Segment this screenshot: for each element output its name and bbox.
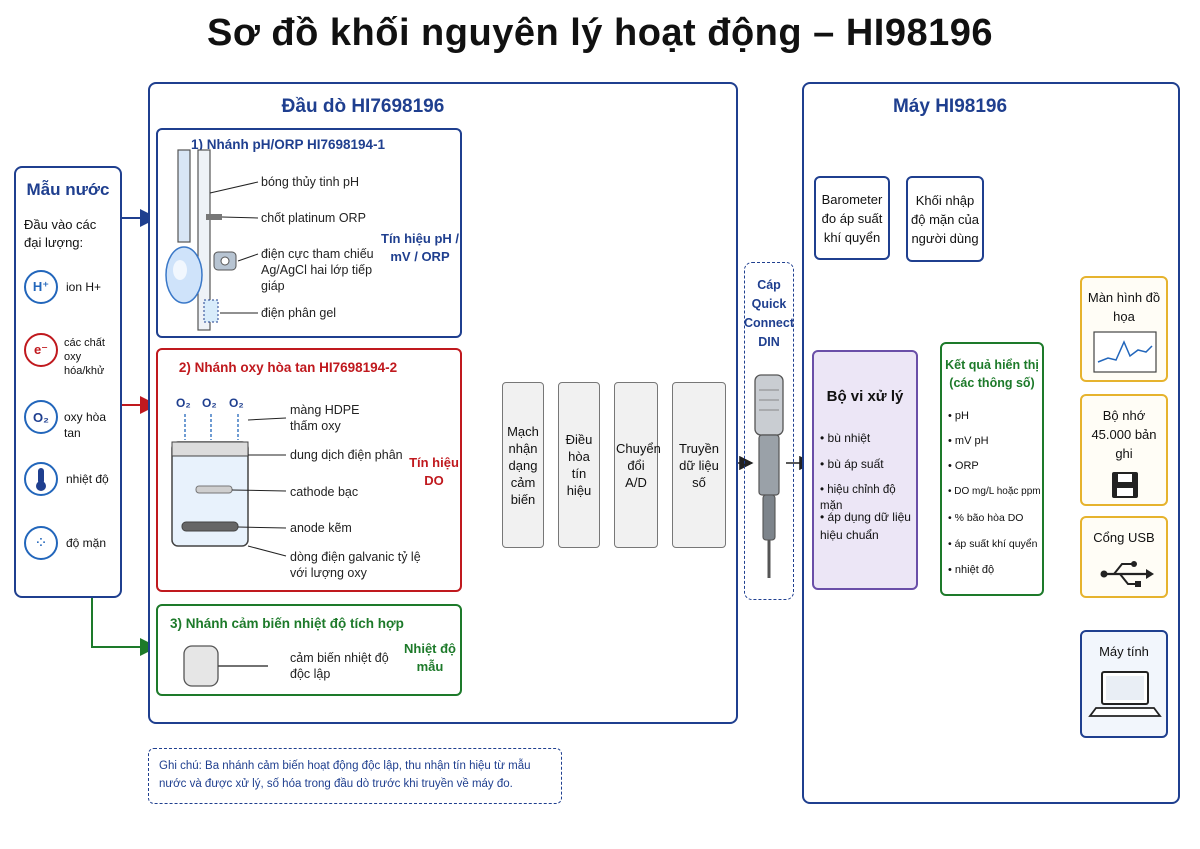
- temperature-branch: 3) Nhánh cảm biến nhiệt độ tích hợp cảm …: [156, 604, 462, 696]
- floppy-disk-icon: [1112, 472, 1138, 498]
- water-item-label: độ mặn: [66, 536, 107, 550]
- do-branch: 2) Nhánh oxy hòa tan HI7698194-2 O₂ O₂ O…: [156, 348, 462, 592]
- do-branch-title: 2) Nhánh oxy hòa tan HI7698194-2: [178, 360, 398, 375]
- probe-title: Đầu dò HI7698196: [281, 96, 445, 117]
- stage-sensor-recognition: Mạch nhận dạng cảm biến: [502, 382, 544, 548]
- electrolyte-label: dung dịch điện phân: [290, 448, 403, 462]
- cable-label: Cáp Quick Connect DIN: [744, 278, 794, 349]
- reference-electrode-label: điện cực tham chiếu Ag/AgCl hai lớp tiếp…: [261, 247, 374, 293]
- memory-box: Bộ nhớ 45.000 bản ghi: [1080, 394, 1168, 506]
- ph-signal-label: Tín hiệu pH / mV / ORP: [381, 231, 459, 264]
- usb-box: Cổng USB: [1080, 516, 1168, 598]
- page-title: Sơ đồ khối nguyên lý hoạt động – HI98196: [206, 12, 994, 54]
- results-item: • pH: [948, 410, 969, 422]
- water-sample-panel: Mẫu nước Đầu vào các đại lượng: H⁺ ion H…: [14, 166, 122, 598]
- chart-display-icon: [1093, 331, 1157, 373]
- o2-label: O₂: [202, 396, 217, 410]
- results-item: • % bão hòa DO: [948, 512, 1024, 524]
- salinity-icon: ⁘: [24, 526, 58, 560]
- results-item: • nhiệt độ: [948, 564, 995, 576]
- results-item: • ORP: [948, 460, 979, 472]
- o2-label: O₂: [229, 396, 244, 410]
- do-signal-label: Tín hiệu DO: [409, 455, 459, 488]
- water-sample-subtitle: Đầu vào các đại lượng:: [24, 217, 97, 250]
- temp-branch-title: 3) Nhánh cảm biến nhiệt độ tích hợp: [170, 616, 404, 631]
- computer-label: Máy tính: [1099, 644, 1149, 659]
- memory-label: Bộ nhớ 45.000 bản ghi: [1091, 408, 1157, 461]
- results-item: • mV pH: [948, 435, 989, 447]
- cpu-item: • bù nhiệt: [820, 431, 871, 445]
- graphic-display-box: Màn hình đồ họa: [1080, 276, 1168, 382]
- note-text: Ghi chú: Ba nhánh cảm biến hoạt động độc…: [159, 760, 531, 790]
- o2-label: O₂: [176, 396, 191, 410]
- laptop-icon: [1088, 671, 1162, 717]
- ph-glass-bulb-label: bóng thủy tinh pH: [261, 175, 359, 189]
- water-item-label: các chất oxy hóa/khử: [64, 337, 105, 377]
- water-item-label: nhiệt độ: [66, 472, 109, 486]
- note-box: Ghi chú: Ba nhánh cảm biến hoạt động độc…: [148, 748, 562, 804]
- silver-cathode-label: cathode bạc: [290, 485, 359, 499]
- user-input-box: Khối nhập độ mặn của người dùng: [906, 176, 984, 262]
- cpu-title: Bộ vi xử lý: [826, 388, 904, 405]
- water-item-label: oxy hòa tan: [64, 410, 107, 440]
- results-item: • áp suất khí quyển: [948, 538, 1038, 550]
- cpu-box: Bộ vi xử lý • bù nhiệt • bù áp suất • hi…: [812, 350, 918, 590]
- oxygen-icon: O₂: [24, 400, 58, 434]
- orp-pin-label: chốt platinum ORP: [261, 211, 366, 225]
- water-item-label: ion H+: [66, 280, 102, 294]
- cable-panel: [744, 262, 794, 600]
- water-sample-title: Mẫu nước: [26, 180, 110, 199]
- usb-icon: [1100, 561, 1154, 587]
- hydrogen-ion-icon: H⁺: [24, 270, 58, 304]
- temperature-sensor-icon: [183, 645, 268, 687]
- cpu-item: • áp dụng dữ liệu hiệu chuẩn: [820, 510, 911, 542]
- ph-branch-title: 1) Nhánh pH/ORP HI7698194-1: [190, 137, 386, 152]
- results-item: • DO mg/L hoặc ppm: [948, 486, 1041, 497]
- graphic-display-label: Màn hình đồ họa: [1087, 290, 1161, 324]
- cpu-item: • hiệu chỉnh độ mặn: [820, 484, 896, 512]
- zinc-anode-label: anode kẽm: [290, 521, 352, 535]
- stage-ad-converter: Chuyển đổi A/D: [614, 382, 661, 548]
- stage-digital-transfer: Truyền dữ liệu số: [672, 382, 726, 548]
- ph-electrode-icon: [165, 149, 259, 331]
- results-title: Kết quả hiển thị (các thông số): [945, 358, 1039, 390]
- do-cell-icon: [171, 414, 287, 557]
- barometer-box: Barometer đo áp suất khí quyển: [814, 176, 890, 260]
- hdpe-membrane-label: màng HDPE thấm oxy: [290, 403, 360, 433]
- meter-title: Máy HI98196: [892, 96, 1008, 117]
- computer-box: Máy tính: [1080, 630, 1168, 738]
- usb-label: Cổng USB: [1093, 530, 1155, 545]
- results-box: Kết quả hiển thị (các thông số) • pH • m…: [940, 342, 1044, 596]
- electron-icon: e⁻: [24, 333, 58, 367]
- galvanic-current-label: dòng điện galvanic tỷ lệ với lượng oxy: [290, 550, 421, 580]
- temp-signal-label: Nhiệt độ mẫu: [404, 641, 456, 674]
- temp-sensor-label: cảm biến nhiệt độ độc lập: [290, 651, 389, 681]
- gel-electrolyte-label: điện phân gel: [261, 306, 337, 320]
- cpu-item: • bù áp suất: [820, 457, 884, 471]
- thermometer-icon: [24, 462, 58, 496]
- stage-signal-conditioning: Điều hòa tín hiệu: [558, 382, 600, 548]
- ph-orp-branch: 1) Nhánh pH/ORP HI7698194-1 bóng thủy ti…: [156, 128, 462, 338]
